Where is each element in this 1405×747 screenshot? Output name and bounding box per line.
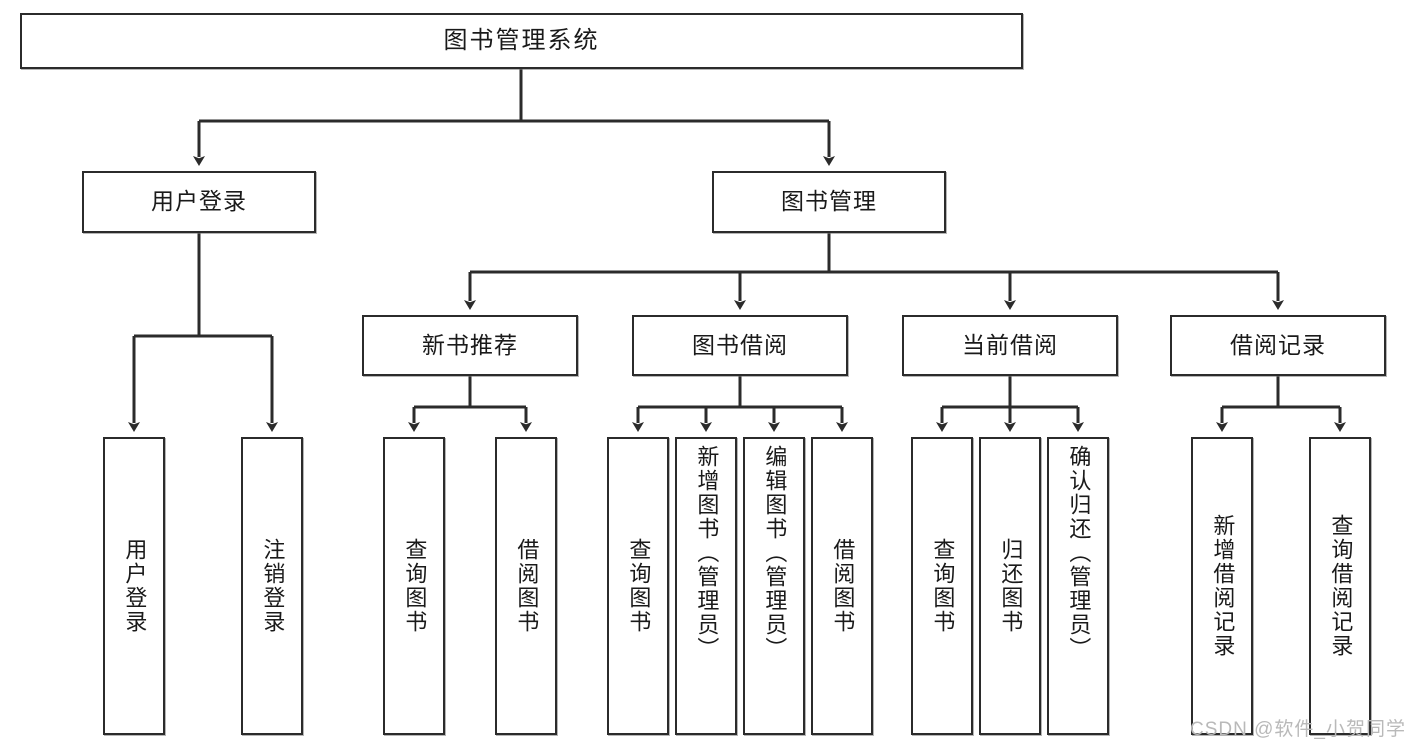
leaf-user-logout[interactable]: 注销登录 xyxy=(241,437,303,735)
node-new-book-recommend[interactable]: 新书推荐 xyxy=(362,315,578,376)
leaf-user-login[interactable]: 用户登录 xyxy=(103,437,165,735)
leaf-query-book-recommend[interactable]: 查询图书 xyxy=(383,437,445,735)
leaf-query-book-borrow[interactable]: 查询图书 xyxy=(607,437,669,735)
node-current-borrow[interactable]: 当前借阅 xyxy=(902,315,1118,376)
leaf-edit-book-admin[interactable]: 编辑图书（管理员） xyxy=(743,437,805,735)
leaf-return-book[interactable]: 归还图书 xyxy=(979,437,1041,735)
leaf-add-book-admin[interactable]: 新增图书（管理员） xyxy=(675,437,737,735)
node-borrow-record[interactable]: 借阅记录 xyxy=(1170,315,1386,376)
leaf-confirm-return-admin[interactable]: 确认归还（管理员） xyxy=(1047,437,1109,735)
node-book-management[interactable]: 图书管理 xyxy=(712,171,946,233)
node-user-login[interactable]: 用户登录 xyxy=(82,171,316,233)
leaf-query-borrow-record[interactable]: 查询借阅记录 xyxy=(1309,437,1371,735)
leaf-borrow-book-recommend[interactable]: 借阅图书 xyxy=(495,437,557,735)
node-book-borrow[interactable]: 图书借阅 xyxy=(632,315,848,376)
leaf-add-borrow-record[interactable]: 新增借阅记录 xyxy=(1191,437,1253,735)
leaf-query-book-current[interactable]: 查询图书 xyxy=(911,437,973,735)
node-root-system[interactable]: 图书管理系统 xyxy=(20,13,1023,69)
leaf-borrow-book[interactable]: 借阅图书 xyxy=(811,437,873,735)
